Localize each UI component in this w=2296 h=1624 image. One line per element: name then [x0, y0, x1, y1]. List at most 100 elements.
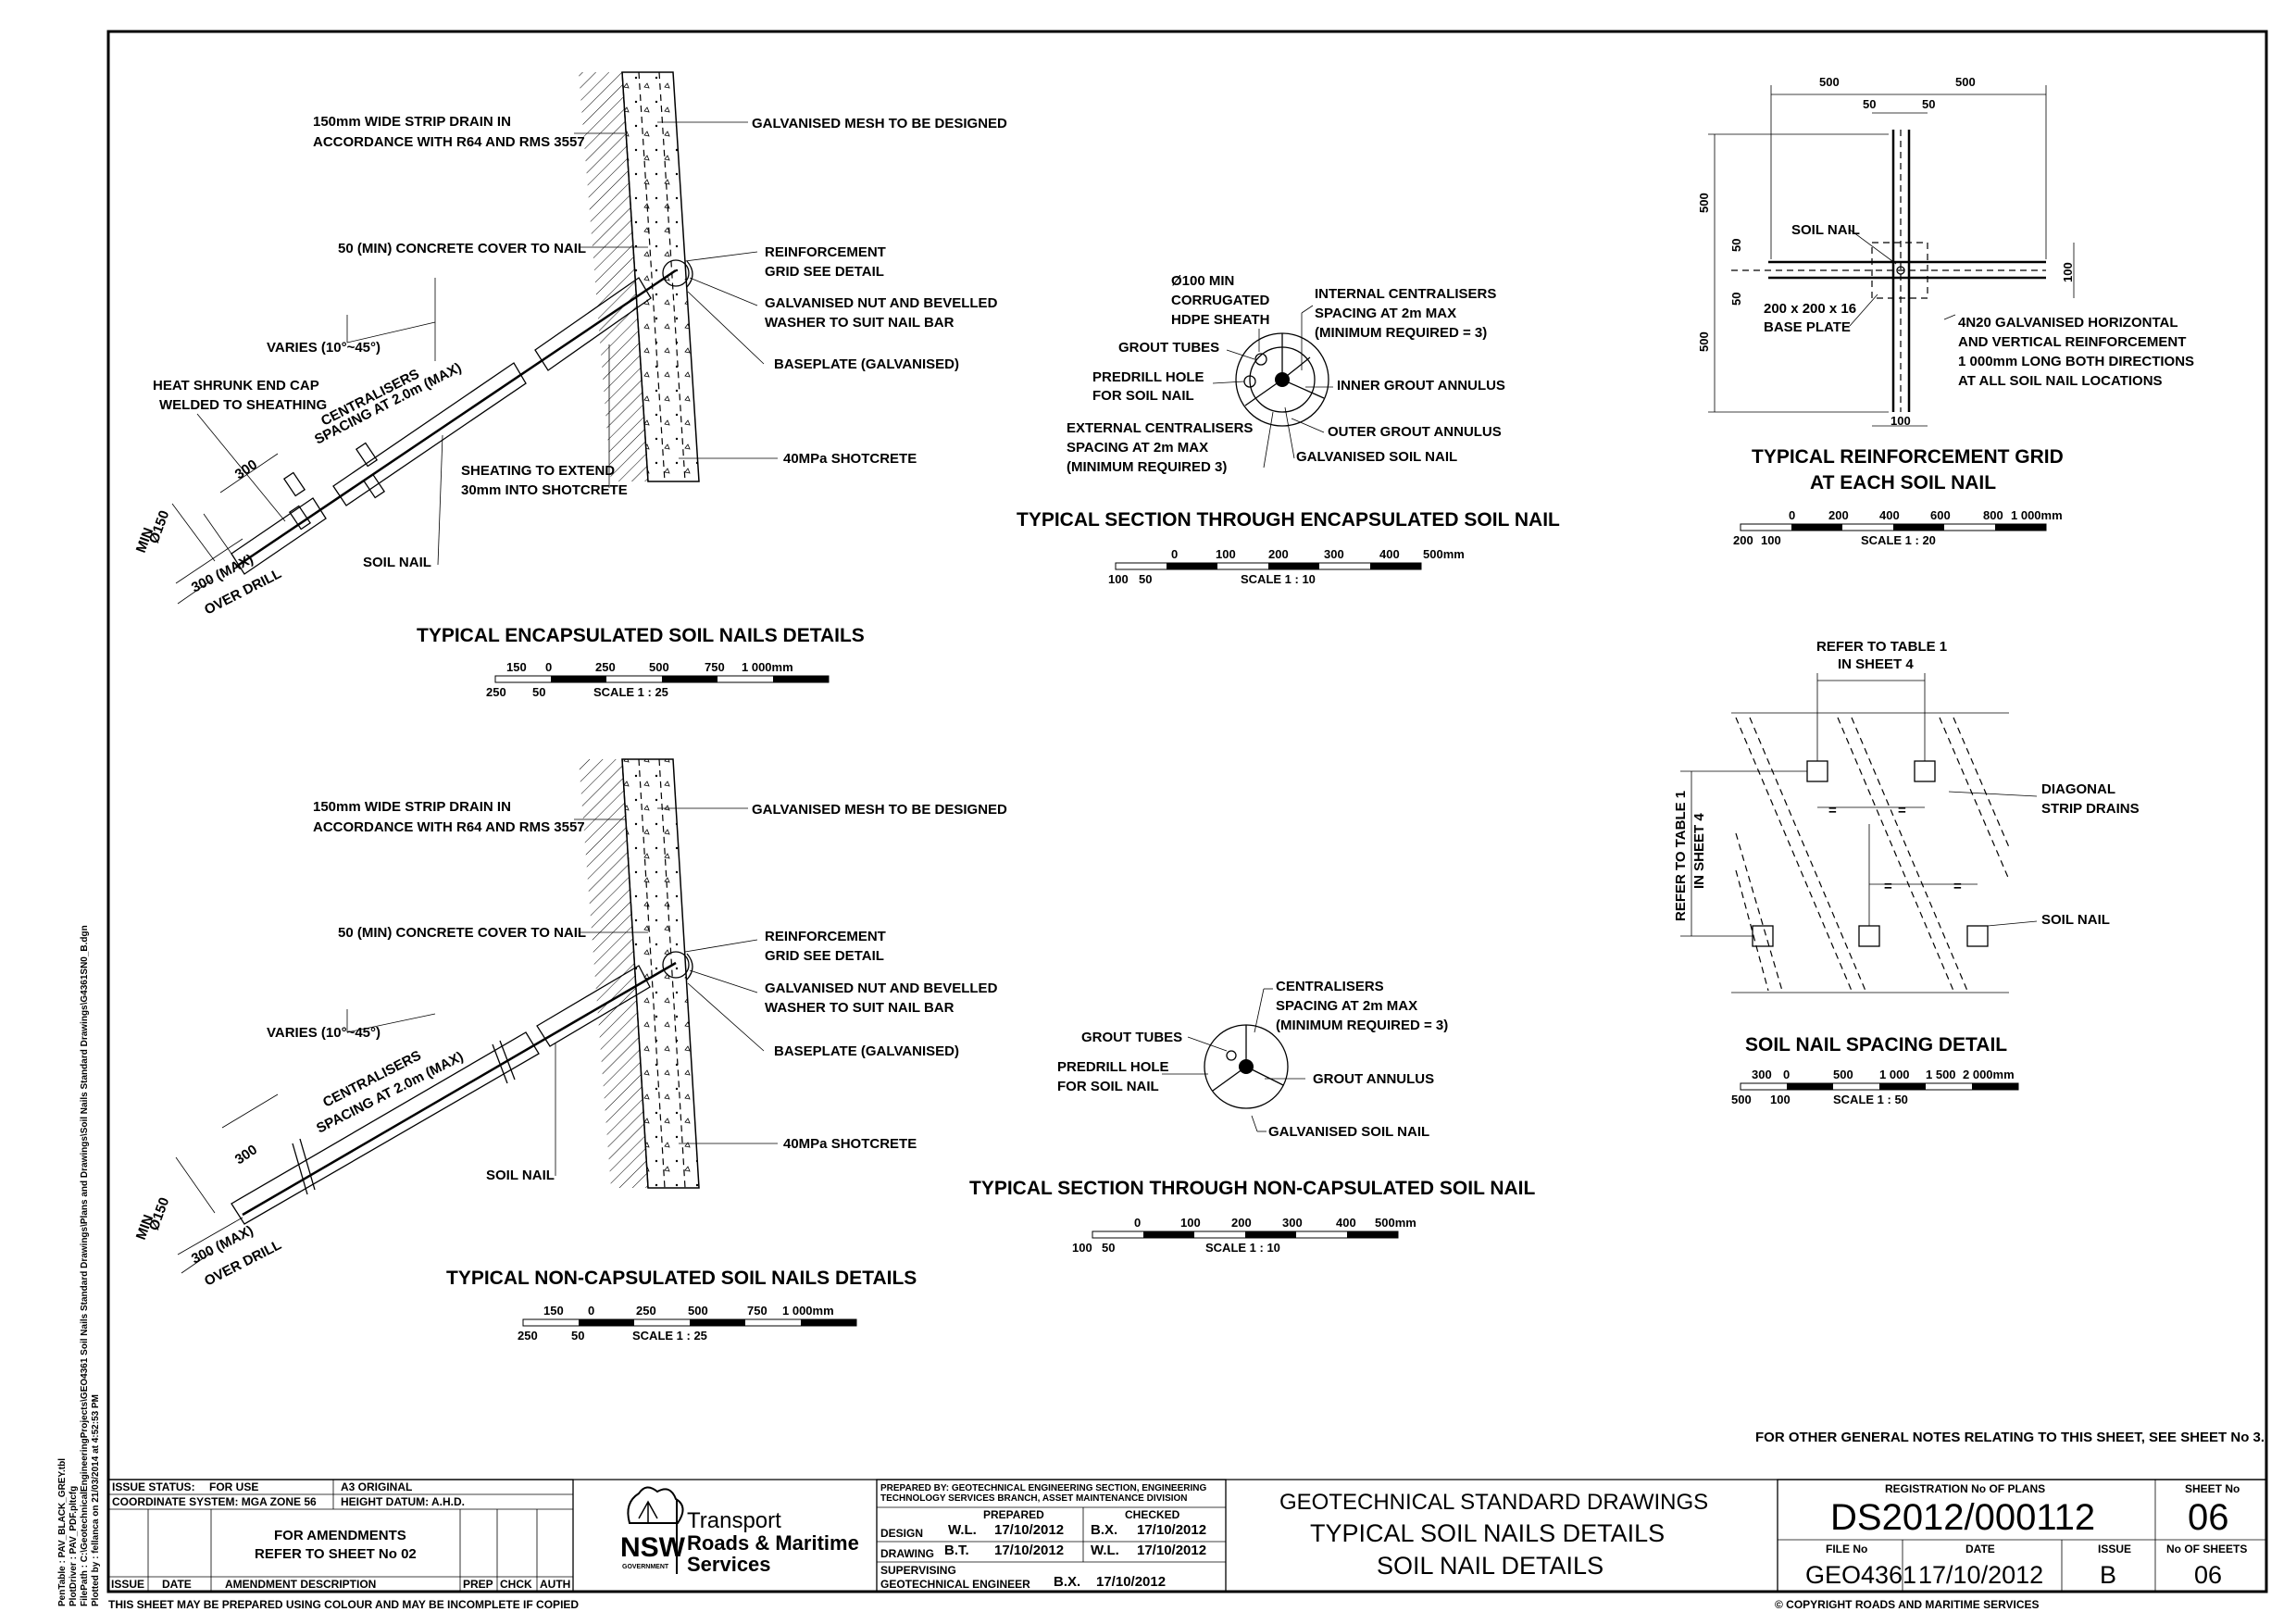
- dim-label: 500: [1697, 193, 1711, 213]
- logo-government: GOVERNMENT: [622, 1564, 669, 1570]
- scale-bar: 0 100 200 300 400 500mm 100 50 SCALE 1 :…: [1108, 547, 1465, 586]
- soil-nail-marker: [1858, 925, 1880, 947]
- scale-tick: 100: [1108, 572, 1129, 586]
- scale-tick: 500: [1833, 1068, 1853, 1081]
- label-mesh: GALVANISED MESH TO BE DESIGNED: [752, 802, 1007, 818]
- label-refer-table: IN SHEET 4: [1691, 813, 1707, 889]
- label-base-plate: 200 x 200 x 16: [1764, 301, 1856, 317]
- label-shotcrete: 40MPa SHOTCRETE: [783, 451, 917, 467]
- dim-equal: =: [1898, 803, 1906, 818]
- label-external-centralisers: (MINIMUM REQUIRED 3): [1067, 459, 1227, 475]
- label-reinforcement: GRID SEE DETAIL: [765, 948, 884, 964]
- dim-label: 500: [1697, 331, 1711, 352]
- scale-tick: 50: [1139, 572, 1152, 586]
- header-checked: CHECKED: [1125, 1508, 1180, 1521]
- label-soil-nail: SOIL NAIL: [486, 1168, 555, 1183]
- scale-tick: 2 000mm: [1963, 1068, 2015, 1081]
- logo-nsw: NSW: [620, 1532, 686, 1563]
- section-title: TYPICAL SECTION THROUGH ENCAPSULATED SOI…: [1017, 509, 1560, 531]
- label-sheath: CORRUGATED: [1171, 293, 1270, 308]
- detail-title: TYPICAL NON-CAPSULATED SOIL NAILS DETAIL…: [446, 1268, 917, 1289]
- drawing-checked-date: 17/10/2012: [1137, 1543, 1206, 1558]
- amendment-note: FOR AMENDMENTS: [274, 1528, 406, 1543]
- scale-tick: 100: [1072, 1241, 1092, 1255]
- label-soil-nail: SOIL NAIL: [2041, 912, 2110, 928]
- label-nut: WASHER TO SUIT NAIL BAR: [765, 315, 955, 331]
- label-predrill: PREDRILL HOLE: [1092, 369, 1204, 385]
- label-nut: GALVANISED NUT AND BEVELLED: [765, 295, 998, 311]
- scale-tick: 200: [1828, 508, 1849, 522]
- label-nut: WASHER TO SUIT NAIL BAR: [765, 1000, 955, 1016]
- design-date: 17/10/2012: [994, 1522, 1064, 1538]
- scale-tick: 50: [571, 1329, 584, 1343]
- scale-tick: 0: [1789, 508, 1795, 522]
- label-reinforcement: REINFORCEMENT: [765, 244, 886, 260]
- scale-tick: 500: [649, 660, 669, 674]
- label-centralisers: SPACING AT 2m MAX: [1276, 998, 1417, 1014]
- section-title: TYPICAL SECTION THROUGH NON-CAPSULATED S…: [969, 1178, 1536, 1199]
- noncapsulated-section: CENTRALISERS SPACING AT 2m MAX (MINIMUM …: [969, 979, 1536, 1255]
- soil-nail-marker: [1752, 925, 1774, 947]
- label-reinforcement-bars: 1 000mm LONG BOTH DIRECTIONS: [1958, 354, 2194, 369]
- label-reinforcement-bars: AND VERTICAL REINFORCEMENT: [1958, 334, 2186, 350]
- dim-label: 50: [1729, 293, 1743, 306]
- label-centralisers: (MINIMUM REQUIRED = 3): [1276, 1018, 1448, 1033]
- label-soil-nail: SOIL NAIL: [363, 555, 431, 570]
- label-predrill: FOR SOIL NAIL: [1092, 388, 1194, 404]
- detail-title: TYPICAL REINFORCEMENT GRID: [1752, 446, 2064, 468]
- plot-info-line: PenTable : PAV_BLACK_GREY.tbl: [57, 1458, 68, 1606]
- scale-tick: 600: [1930, 508, 1951, 522]
- label-baseplate: BASEPLATE (GALVANISED): [774, 356, 959, 372]
- label-reinforcement-bars: 4N20 GALVANISED HORIZONTAL: [1958, 315, 2178, 331]
- drawing-title: GEOTECHNICAL STANDARD DRAWINGS: [1279, 1490, 1708, 1515]
- label-cover: 50 (MIN) CONCRETE COVER TO NAIL: [338, 925, 586, 941]
- label-reinforcement: REINFORCEMENT: [765, 929, 886, 944]
- registration-label: REGISTRATION No OF PLANS: [1885, 1482, 2045, 1495]
- label-refer-table: IN SHEET 4: [1838, 656, 1914, 672]
- scale-label: SCALE 1 : 25: [632, 1329, 707, 1343]
- label-mesh: GALVANISED MESH TO BE DESIGNED: [752, 116, 1007, 131]
- label-varies: VARIES (10°~45°): [267, 1025, 381, 1041]
- noncapsulated-detail: 150mm WIDE STRIP DRAIN IN ACCORDANCE WIT…: [133, 758, 1007, 1343]
- label-centralisers: SPACING AT 2.0m (MAX): [312, 360, 464, 448]
- label-sheath: Ø100 MIN: [1171, 273, 1234, 289]
- plot-info-line: PlotDriver : PAV_PDF.pltcfg: [69, 1486, 79, 1606]
- dim-label: 50: [1922, 97, 1935, 111]
- scale-label: SCALE 1 : 10: [1205, 1241, 1280, 1255]
- soil-nail-marker: [1806, 760, 1828, 782]
- scale-tick: 250: [486, 685, 506, 699]
- shotcrete-wall: [621, 71, 700, 482]
- scale-tick: 250: [595, 660, 616, 674]
- scale-tick: 500: [1731, 1093, 1752, 1106]
- soil-nail-marker: [1966, 925, 1989, 947]
- label-shotcrete: 40MPa SHOTCRETE: [783, 1136, 917, 1152]
- label-heat-shrunk: WELDED TO SHEATHING: [159, 397, 327, 413]
- coordinate-system: COORDINATE SYSTEM: MGA ZONE 56: [112, 1495, 317, 1508]
- scale-tick: 300: [1752, 1068, 1772, 1081]
- general-note: FOR OTHER GENERAL NOTES RELATING TO THIS…: [1755, 1430, 2265, 1445]
- registration-number: DS2012/000112: [1830, 1497, 2095, 1538]
- scale-tick: 200: [1231, 1216, 1252, 1230]
- dim-label: 100: [2061, 262, 2075, 282]
- scale-label: SCALE 1 : 10: [1241, 572, 1316, 586]
- label-nut: GALVANISED NUT AND BEVELLED: [765, 981, 998, 996]
- scale-tick: 250: [518, 1329, 538, 1343]
- scale-tick: 100: [1216, 547, 1236, 561]
- footer-copyright: © COPYRIGHT ROADS AND MARITIME SERVICES: [1775, 1598, 2040, 1611]
- dim-label: 50: [1729, 239, 1743, 252]
- dim-equal: =: [1884, 879, 1892, 894]
- scale-tick: 1 000mm: [2011, 508, 2063, 522]
- plot-info: PenTable : PAV_BLACK_GREY.tbl PlotDriver…: [57, 925, 101, 1606]
- scale-tick: 1 000mm: [782, 1304, 834, 1318]
- label-sheating: 30mm INTO SHOTCRETE: [461, 482, 628, 498]
- soil-nail-spacing-detail: REFER TO TABLE 1 IN SHEET 4 REFER TO TAB…: [1673, 639, 2140, 1106]
- label-grout-tubes: GROUT TUBES: [1118, 340, 1219, 356]
- scale-tick: 300: [1282, 1216, 1303, 1230]
- label-refer-table: REFER TO TABLE 1: [1816, 639, 1947, 655]
- nail-assembly: [231, 259, 693, 575]
- label-strip-drain: 150mm WIDE STRIP DRAIN IN: [313, 114, 511, 130]
- label-internal-centralisers: SPACING AT 2m MAX: [1315, 306, 1456, 321]
- scale-tick: 1 000: [1879, 1068, 1910, 1081]
- label-predrill: FOR SOIL NAIL: [1057, 1079, 1159, 1094]
- scale-bar: 150 0 250 500 750 1 000mm 250 50 SCALE 1…: [518, 1304, 857, 1343]
